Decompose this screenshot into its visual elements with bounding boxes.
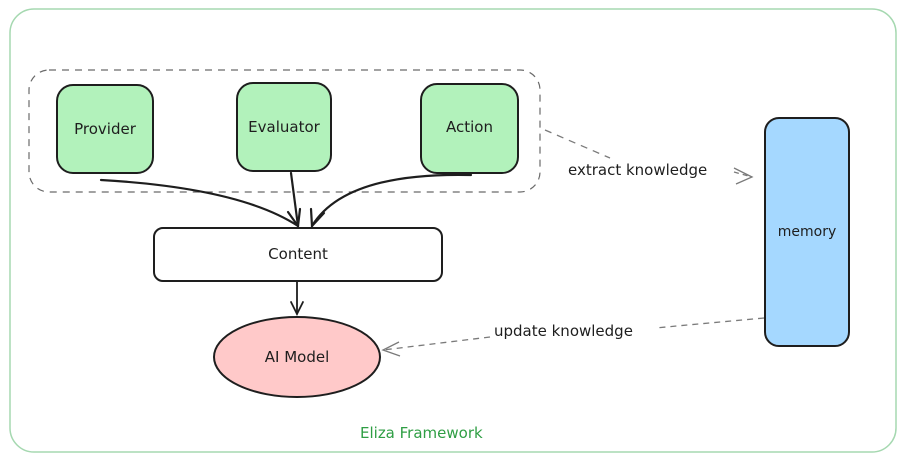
content-node[interactable] xyxy=(153,227,443,282)
memory-label: memory xyxy=(777,224,837,240)
action-label: Action xyxy=(446,118,493,136)
evaluator-node[interactable] xyxy=(236,82,332,172)
action-to-content-arrow xyxy=(309,173,473,229)
provider-to-content-arrow xyxy=(99,178,302,229)
extract-knowledge-arrow xyxy=(544,129,754,185)
component-group xyxy=(28,69,541,193)
evaluator-to-content-arrow xyxy=(289,171,300,228)
provider-label: Provider xyxy=(74,120,136,138)
evaluator-label: Evaluator xyxy=(248,118,320,136)
content-label: Content xyxy=(268,245,328,263)
ai-model-label: AI Model xyxy=(264,348,330,366)
content-to-model-arrow xyxy=(290,280,304,317)
update-knowledge-label: update knowledge xyxy=(492,322,635,340)
action-node[interactable] xyxy=(420,83,519,174)
memory-node[interactable] xyxy=(764,117,850,347)
provider-node[interactable] xyxy=(56,84,154,174)
extract-knowledge-label: extract knowledge xyxy=(566,161,710,179)
framework-frame xyxy=(9,8,897,453)
update-knowledge-arrow xyxy=(381,317,765,357)
frame-title: Eliza Framework xyxy=(360,424,483,442)
ai-model-node[interactable] xyxy=(213,316,381,398)
